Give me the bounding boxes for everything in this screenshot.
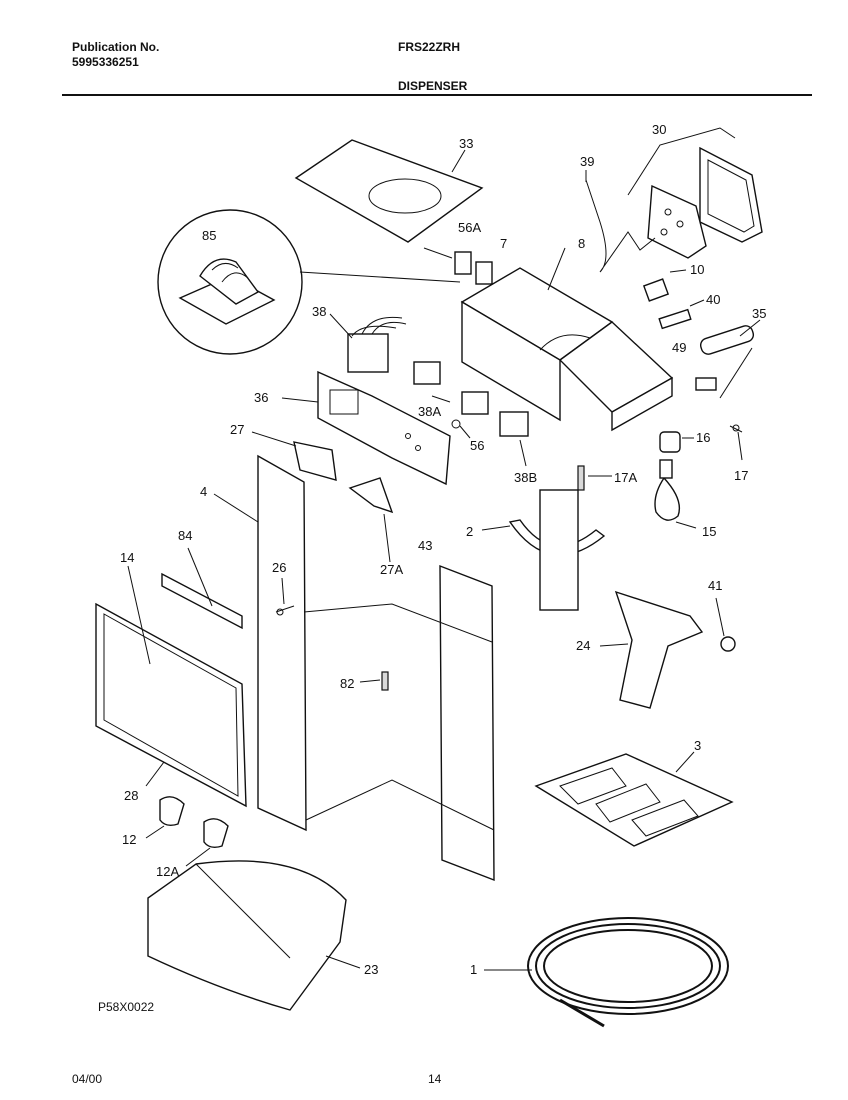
part-17-screw [729,424,743,461]
part-38-relay [329,313,407,373]
callout-38B: 38B [514,470,537,485]
footer-date: 04/00 [72,1072,103,1086]
callout-12: 12 [122,832,136,847]
callout-14: 14 [120,550,134,565]
part-40-switch [658,299,705,330]
callout-10: 10 [690,262,704,277]
page-number: 14 [428,1072,442,1086]
callout-38A: 38A [418,404,441,419]
part-38A-switch [413,361,489,415]
part-17A-screw [577,465,612,491]
part-8-dispenser-housing [460,247,674,432]
callout-56A: 56A [458,220,481,235]
callout-4: 4 [200,484,207,499]
callout-40: 40 [706,292,720,307]
part-26-screw [275,577,295,616]
callout-84: 84 [178,528,192,543]
part-56-screw [451,419,471,439]
callout-16: 16 [696,430,710,445]
callout-33: 33 [459,136,473,151]
part-24-paddle [599,590,704,709]
part-30-lens-assembly [627,127,763,259]
part-15-bulb [654,459,697,529]
callout-82: 82 [340,676,354,691]
part-12-clip [145,796,185,839]
callout-27A: 27A [380,562,403,577]
part-23-drip-tray [147,860,361,1011]
callout-15: 15 [702,524,716,539]
part-10-lamp-socket [642,269,687,302]
callout-28: 28 [124,788,138,803]
callout-7: 7 [500,236,507,251]
part-2-chute [481,489,606,611]
callout-38: 38 [312,304,326,319]
callout-35: 35 [752,306,766,321]
callout-30: 30 [652,122,666,137]
part-84-strip [161,547,243,630]
callout-12A: 12A [156,864,179,879]
callout-24: 24 [576,638,590,653]
part-4-side-panel [213,454,495,882]
callout-2: 2 [466,524,473,539]
part-33-cover-plate [294,139,484,243]
part-27-bracket [251,431,337,481]
header-rule [62,94,812,96]
part-39-wire [585,170,656,273]
part-16-connector [659,431,694,453]
part-7-brackets [423,247,493,285]
callout-26: 26 [272,560,286,575]
part-85-transformer-inset [157,209,461,355]
callout-36: 36 [254,390,268,405]
callout-49: 49 [672,340,686,355]
callout-23: 23 [364,962,378,977]
publication-number: 5995336251 [72,55,139,69]
part-12A-clip [185,818,229,867]
callout-56: 56 [470,438,484,453]
callout-41: 41 [708,578,722,593]
part-1-water-tubing [484,917,729,1028]
callout-3: 3 [694,738,701,753]
part-82-screw [359,671,389,691]
callout-39: 39 [580,154,594,169]
callout-85: 85 [202,228,216,243]
callout-1: 1 [470,962,477,977]
part-49-clip [695,377,717,391]
section-title: DISPENSER [398,79,468,93]
part-41-spring [715,597,736,652]
callout-17A: 17A [614,470,637,485]
part-35-bulb-holder [699,319,761,399]
part-27A-lever [348,477,394,563]
model-number: FRS22ZRH [398,40,461,54]
callout-27: 27 [230,422,244,437]
part-28-trim [145,761,165,787]
callout-43: 43 [418,538,432,553]
part-38B-switch [499,411,529,467]
callout-17: 17 [734,468,748,483]
part-36-control-board [281,370,451,486]
callout-8: 8 [578,236,585,251]
part-3-heater [534,751,734,847]
drawing-code: P58X0022 [98,1000,155,1014]
part-14-panel [95,565,247,808]
publication-label: Publication No. [72,40,160,54]
